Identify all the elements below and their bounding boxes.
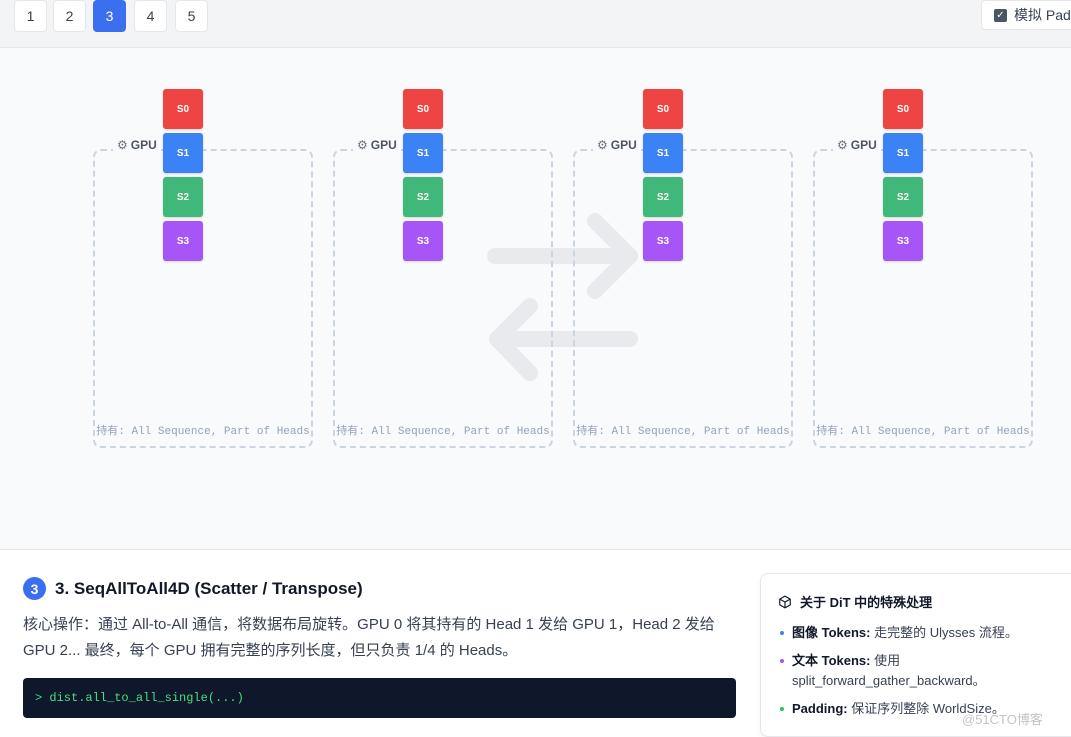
gpu-card-1: ⚙GPU 持有: All Sequence, Part of Heads — [333, 138, 553, 448]
sequence-block-s1: S1 — [883, 133, 923, 173]
gpu-label: ⚙GPU — [593, 138, 641, 152]
top-toolbar: 1 2 3 4 5 ✓ 模拟 Pad — [0, 0, 1071, 48]
visualization-stage: ⚙GPU 持有: All Sequence, Part of Heads ⚙GP… — [0, 48, 1071, 550]
gear-icon: ⚙ — [357, 138, 368, 152]
sequence-block-s2: S2 — [883, 177, 923, 217]
bullet-dot-icon — [780, 631, 784, 635]
step-description: 核心操作：通过 All-to-All 通信，将数据布局旋转。GPU 0 将其持有… — [23, 616, 715, 659]
gpu-holding-text: 持有: All Sequence, Part of Heads — [816, 426, 1030, 438]
sequence-block-s2: S2 — [403, 177, 443, 217]
sequence-block-s3: S3 — [643, 221, 683, 261]
step-title-row: 3 3. SeqAllToAll4D (Scatter / Transpose) — [23, 577, 363, 600]
sequence-block-s2: S2 — [163, 177, 203, 217]
sequence-block-s2: S2 — [643, 177, 683, 217]
gpu-label: ⚙GPU — [353, 138, 401, 152]
sequence-block-s1: S1 — [403, 133, 443, 173]
note-title: 关于 DiT 中的特殊处理 — [800, 595, 933, 610]
list-item: 图像 Tokens: 走完整的 Ulysses 流程。 — [778, 623, 1058, 643]
sequence-block-s1: S1 — [643, 133, 683, 173]
sequence-block-s0: S0 — [883, 89, 923, 129]
note-list: 图像 Tokens: 走完整的 Ulysses 流程。 文本 Tokens: 使… — [778, 623, 1071, 719]
page-button-3[interactable]: 3 — [93, 0, 126, 32]
sequence-block-s3: S3 — [163, 221, 203, 261]
gpu-holding-text: 持有: All Sequence, Part of Heads — [336, 426, 550, 438]
gpu-label: ⚙GPU — [833, 138, 881, 152]
bullet-dot-icon — [780, 707, 784, 711]
sequence-block-s3: S3 — [403, 221, 443, 261]
padding-toggle-label: 模拟 Pad — [1014, 7, 1071, 23]
code-snippet: > dist.all_to_all_single(...) — [23, 678, 736, 718]
sequence-block-s0: S0 — [163, 89, 203, 129]
note-header: 关于 DiT 中的特殊处理 — [778, 592, 1071, 611]
sequence-block-s1: S1 — [163, 133, 203, 173]
gpu-card-2: ⚙GPU 持有: All Sequence, Part of Heads — [573, 138, 793, 448]
page-button-1[interactable]: 1 — [14, 0, 47, 32]
gpu-holding-text: 持有: All Sequence, Part of Heads — [576, 426, 790, 438]
page-button-2[interactable]: 2 — [53, 0, 86, 32]
page-button-5[interactable]: 5 — [175, 0, 208, 32]
gear-icon: ⚙ — [597, 138, 608, 152]
padding-toggle[interactable]: ✓ 模拟 Pad — [981, 0, 1071, 30]
gear-icon: ⚙ — [837, 138, 848, 152]
step-title: 3. SeqAllToAll4D (Scatter / Transpose) — [55, 578, 363, 598]
checkbox-checked-icon[interactable]: ✓ — [994, 8, 1007, 22]
bullet-dot-icon — [780, 659, 784, 663]
gpu-card-3: ⚙GPU 持有: All Sequence, Part of Heads — [813, 138, 1033, 448]
cube-icon — [779, 595, 791, 608]
dit-note-card: 关于 DiT 中的特殊处理 图像 Tokens: 走完整的 Ulysses 流程… — [760, 573, 1071, 737]
sequence-block-s3: S3 — [883, 221, 923, 261]
step-number-badge: 3 — [23, 577, 46, 600]
sequence-block-s0: S0 — [403, 89, 443, 129]
sequence-block-s0: S0 — [643, 89, 683, 129]
list-item: 文本 Tokens: 使用 split_forward_gather_backw… — [778, 651, 1058, 691]
list-item: Padding: 保证序列整除 WorldSize。 — [778, 699, 1058, 719]
page-button-4[interactable]: 4 — [134, 0, 167, 32]
gpu-label: ⚙GPU — [113, 138, 161, 152]
gpu-card-0: ⚙GPU 持有: All Sequence, Part of Heads — [93, 138, 313, 448]
watermark: @51CTO博客 — [962, 712, 1043, 727]
gear-icon: ⚙ — [117, 138, 128, 152]
gpu-holding-text: 持有: All Sequence, Part of Heads — [96, 426, 310, 438]
exchange-arrows-icon — [487, 213, 638, 381]
